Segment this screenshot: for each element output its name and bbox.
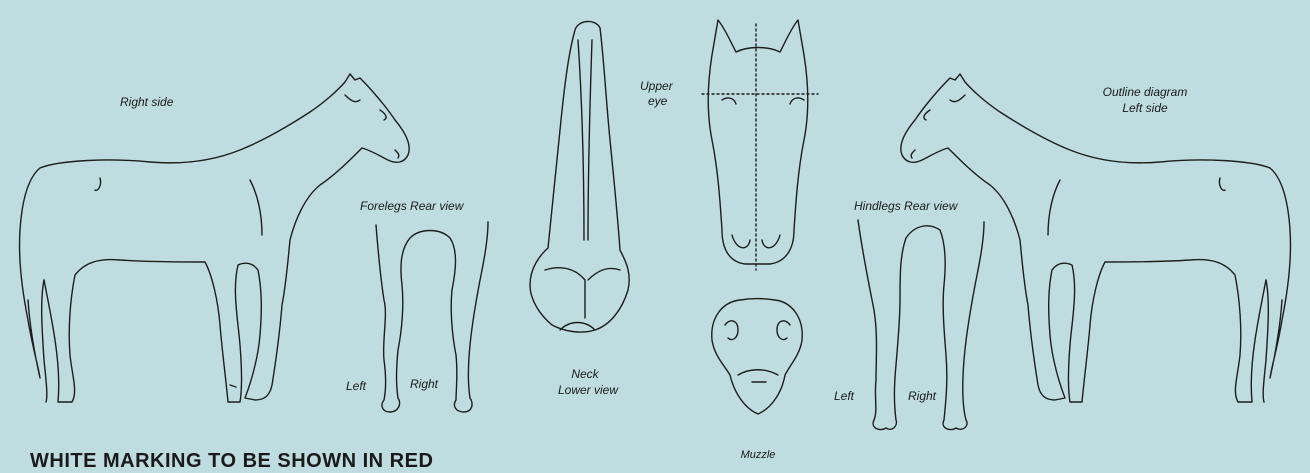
label-eye: eye xyxy=(648,95,667,108)
label-forelegs-right: Right xyxy=(410,378,438,391)
label-upper: Upper xyxy=(640,80,673,93)
label-forelegs-left: Left xyxy=(346,380,366,393)
label-hindlegs-right: Right xyxy=(908,390,936,403)
label-hindlegs-left: Left xyxy=(834,390,854,403)
label-outline-diagram: Outline diagram xyxy=(1085,86,1205,99)
horse-left-side-drawing xyxy=(901,74,1291,402)
label-left-side: Left side xyxy=(1095,102,1195,115)
label-muzzle: Muzzle xyxy=(728,449,788,462)
label-hindlegs-rear-view: Hindlegs Rear view xyxy=(854,200,957,213)
footer-instruction: WHITE MARKING TO BE SHOWN IN RED xyxy=(30,450,433,473)
head-front-view-drawing xyxy=(702,20,818,270)
horse-right-side-drawing xyxy=(19,74,409,402)
label-neck: Neck xyxy=(555,368,615,381)
outline-drawings xyxy=(0,0,1310,463)
label-right-side: Right side xyxy=(120,96,173,109)
muzzle-drawing xyxy=(712,299,802,415)
neck-lower-view-drawing xyxy=(530,21,629,332)
label-forelegs-rear-view: Forelegs Rear view xyxy=(360,200,463,213)
horse-marking-diagram: Right side Forelegs Rear view Left Right… xyxy=(0,0,1310,463)
label-neck-lower-view: Lower view xyxy=(548,384,628,397)
